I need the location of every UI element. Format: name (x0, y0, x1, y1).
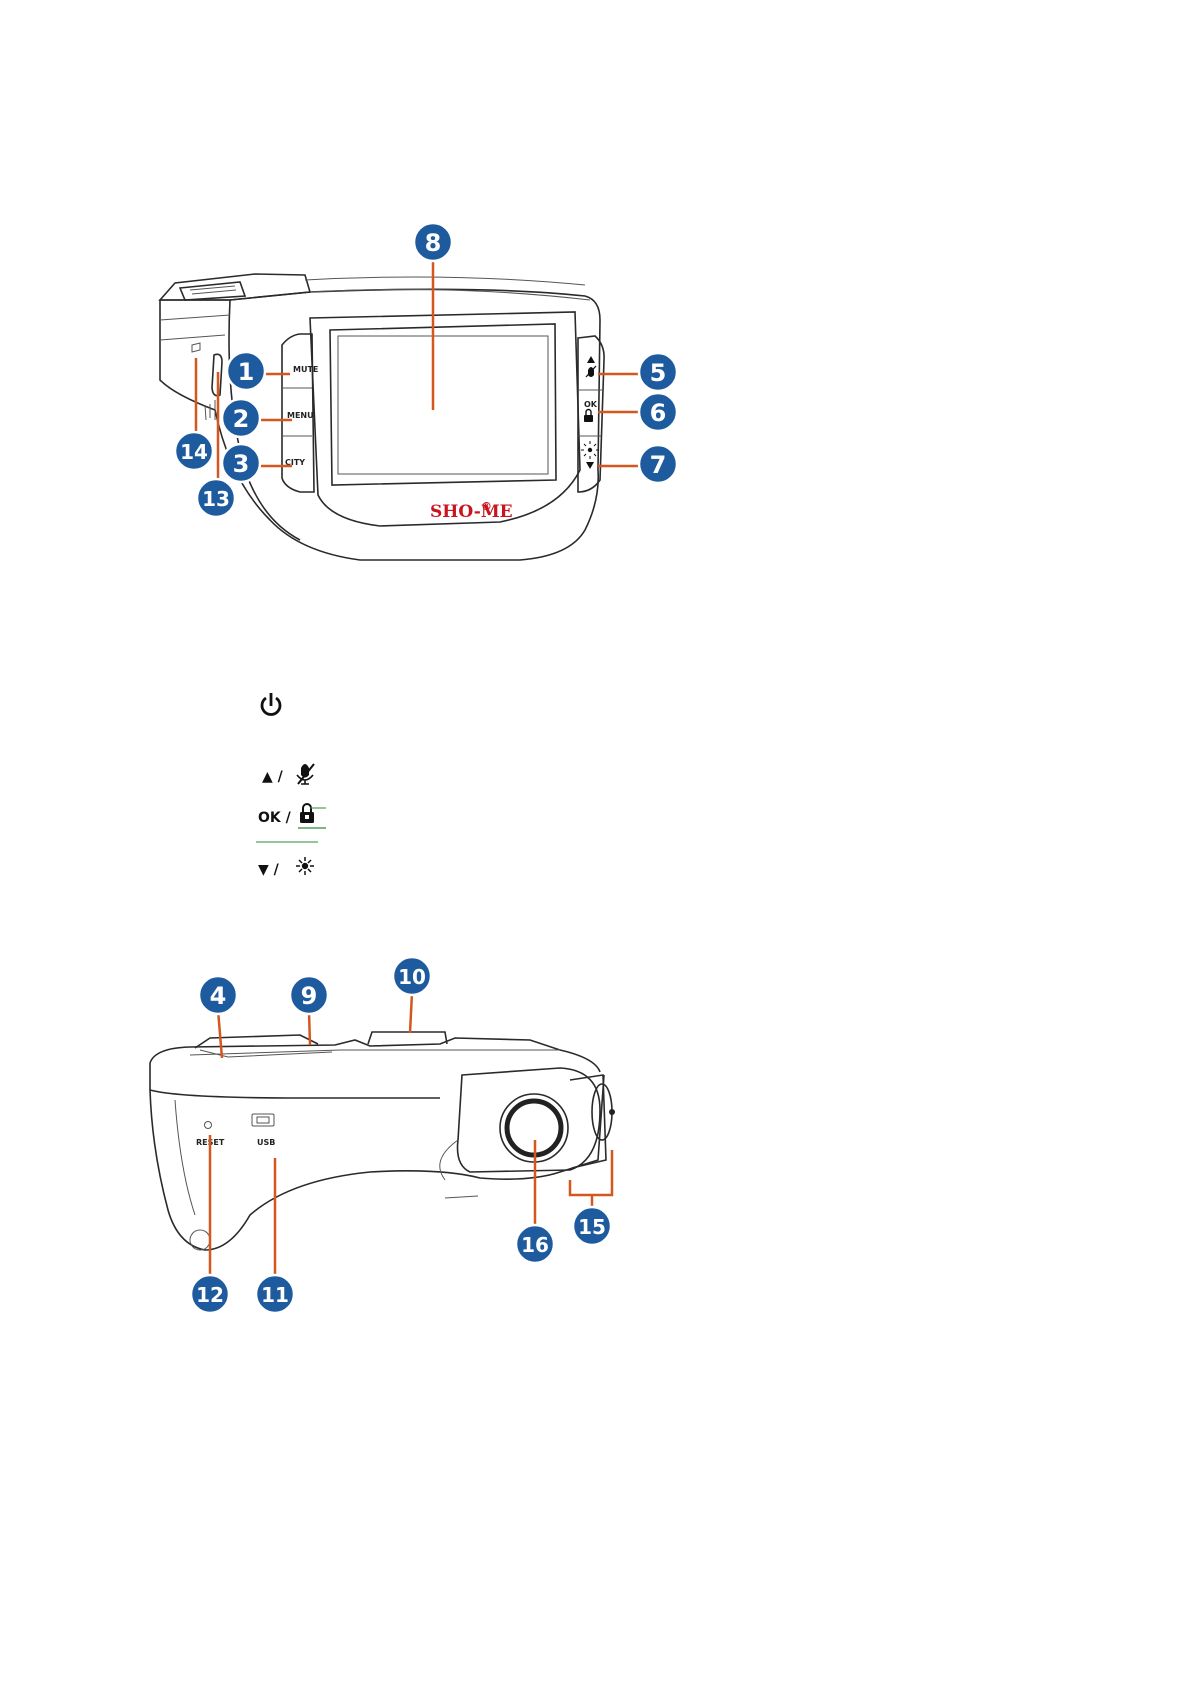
svg-text:OK /: OK / (258, 810, 292, 826)
callout-2: 2 (220, 397, 262, 439)
callout-5: 5 (637, 351, 679, 393)
brightness-down-button[interactable] (578, 438, 602, 488)
button-legend: ▲ / OK / ▼ / (256, 693, 326, 878)
svg-text:11: 11 (261, 1283, 289, 1307)
svg-text:CITY: CITY (285, 458, 305, 467)
svg-text:MENU: MENU (287, 411, 314, 420)
svg-text:MUTE: MUTE (293, 365, 318, 374)
svg-text:4: 4 (210, 982, 227, 1010)
front-view: SHO-ME ® MUTE MENU CITY (158, 221, 679, 561)
callout-14: 14 (173, 430, 215, 472)
svg-text:14: 14 (180, 440, 208, 464)
side-view: RESET USB 4 9 10 11 12 15 16 (149, 955, 615, 1315)
ok-lock-button[interactable]: OK (578, 392, 602, 434)
svg-text:8: 8 (425, 229, 442, 257)
svg-text:▼ /: ▼ / (258, 862, 280, 878)
menu-button[interactable]: MENU (282, 390, 314, 434)
svg-text:9: 9 (301, 982, 318, 1010)
callout-8: 8 (412, 221, 454, 263)
callout-13: 13 (195, 477, 237, 519)
callout-3: 3 (220, 442, 262, 484)
callout-15: 15 (571, 1205, 613, 1247)
callout-11: 11 (254, 1273, 296, 1315)
down-brightness-icon: ▼ / (258, 857, 314, 878)
svg-text:15: 15 (578, 1215, 606, 1239)
svg-text:13: 13 (202, 487, 230, 511)
brand-logo: SHO-ME (430, 502, 513, 522)
brand-registered-mark: ® (481, 500, 492, 513)
callout-6: 6 (637, 391, 679, 433)
right-button-group: OK (577, 335, 605, 493)
svg-text:2: 2 (233, 405, 250, 433)
svg-text:5: 5 (650, 359, 667, 387)
svg-text:6: 6 (650, 399, 667, 427)
left-button-group: MUTE MENU CITY (281, 333, 318, 493)
up-mute-icon: ▲ / (262, 763, 315, 785)
svg-text:10: 10 (398, 965, 426, 989)
usb-port[interactable]: USB (251, 1113, 275, 1147)
power-icon (260, 693, 282, 716)
mute-button[interactable]: MUTE (282, 345, 318, 387)
svg-text:1: 1 (238, 358, 255, 386)
svg-text:12: 12 (196, 1283, 224, 1307)
callout-9: 9 (288, 974, 330, 1016)
svg-text:USB: USB (257, 1138, 275, 1147)
callout-16: 16 (514, 1223, 556, 1265)
callout-1: 1 (225, 350, 267, 392)
svg-text:16: 16 (521, 1233, 549, 1257)
svg-text:▲ /: ▲ / (262, 769, 284, 785)
callout-12: 12 (189, 1273, 231, 1315)
svg-text:3: 3 (233, 450, 250, 478)
callout-7: 7 (637, 443, 679, 485)
city-button[interactable]: CITY (282, 438, 312, 490)
callout-4: 4 (197, 974, 239, 1016)
ok-lock-icon: OK / (256, 803, 326, 843)
svg-text:OK: OK (584, 400, 598, 409)
svg-text:7: 7 (650, 451, 667, 479)
up-mute-button[interactable] (578, 340, 602, 388)
callout-10: 10 (391, 955, 433, 997)
